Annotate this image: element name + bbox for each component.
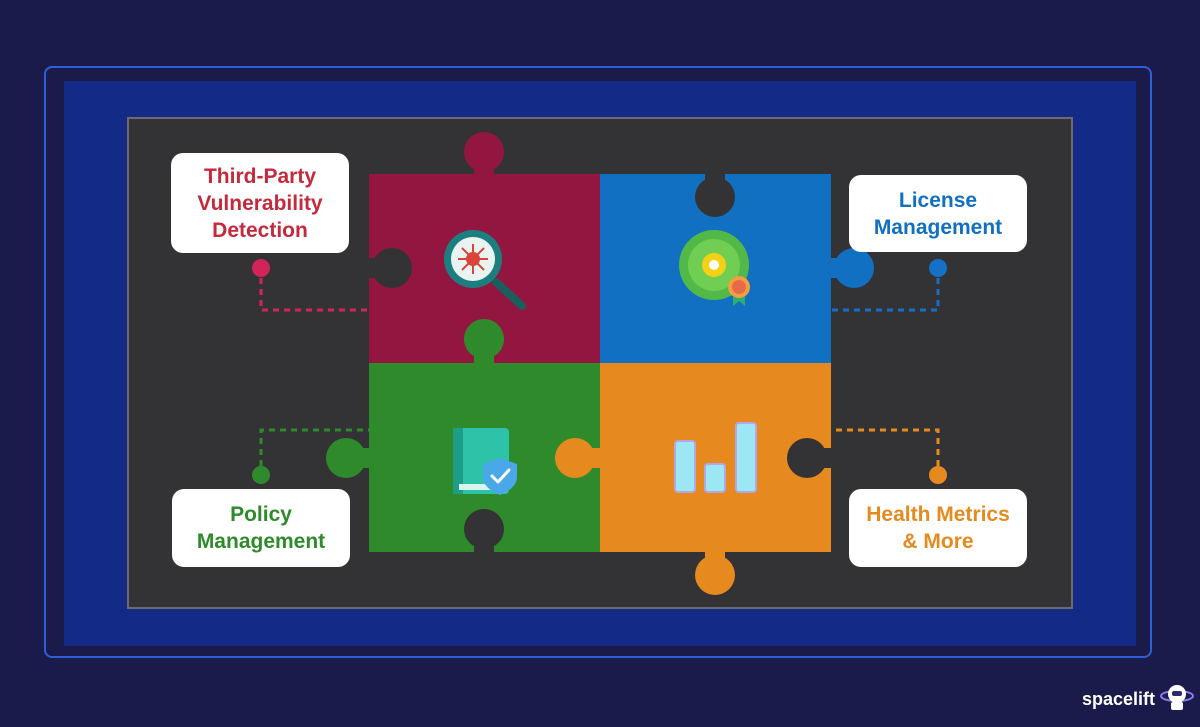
connector-bottom-left (252, 428, 369, 484)
policy-book-shield-icon (453, 428, 517, 495)
astronaut-planet-icon (1159, 682, 1195, 717)
bar-chart-icon (674, 422, 757, 493)
connector-top-right (831, 259, 947, 312)
card-license-management: License Management (849, 175, 1027, 252)
puzzle-notches (369, 174, 832, 553)
card-third-party-vulnerability-detection: Third-Party Vulnerability Detection (171, 153, 349, 253)
license-disc-badge-icon (679, 230, 750, 306)
connector-top-left (252, 259, 369, 312)
connector-bottom-right (831, 428, 947, 484)
outer-frame (44, 66, 1152, 658)
card-policy-management: Policy Management (172, 489, 350, 567)
brand-logo: spacelift (1082, 682, 1195, 717)
card-health-metrics: Health Metrics & More (849, 489, 1027, 567)
virus-magnifier-icon (444, 230, 526, 310)
brand-name: spacelift (1082, 689, 1156, 709)
